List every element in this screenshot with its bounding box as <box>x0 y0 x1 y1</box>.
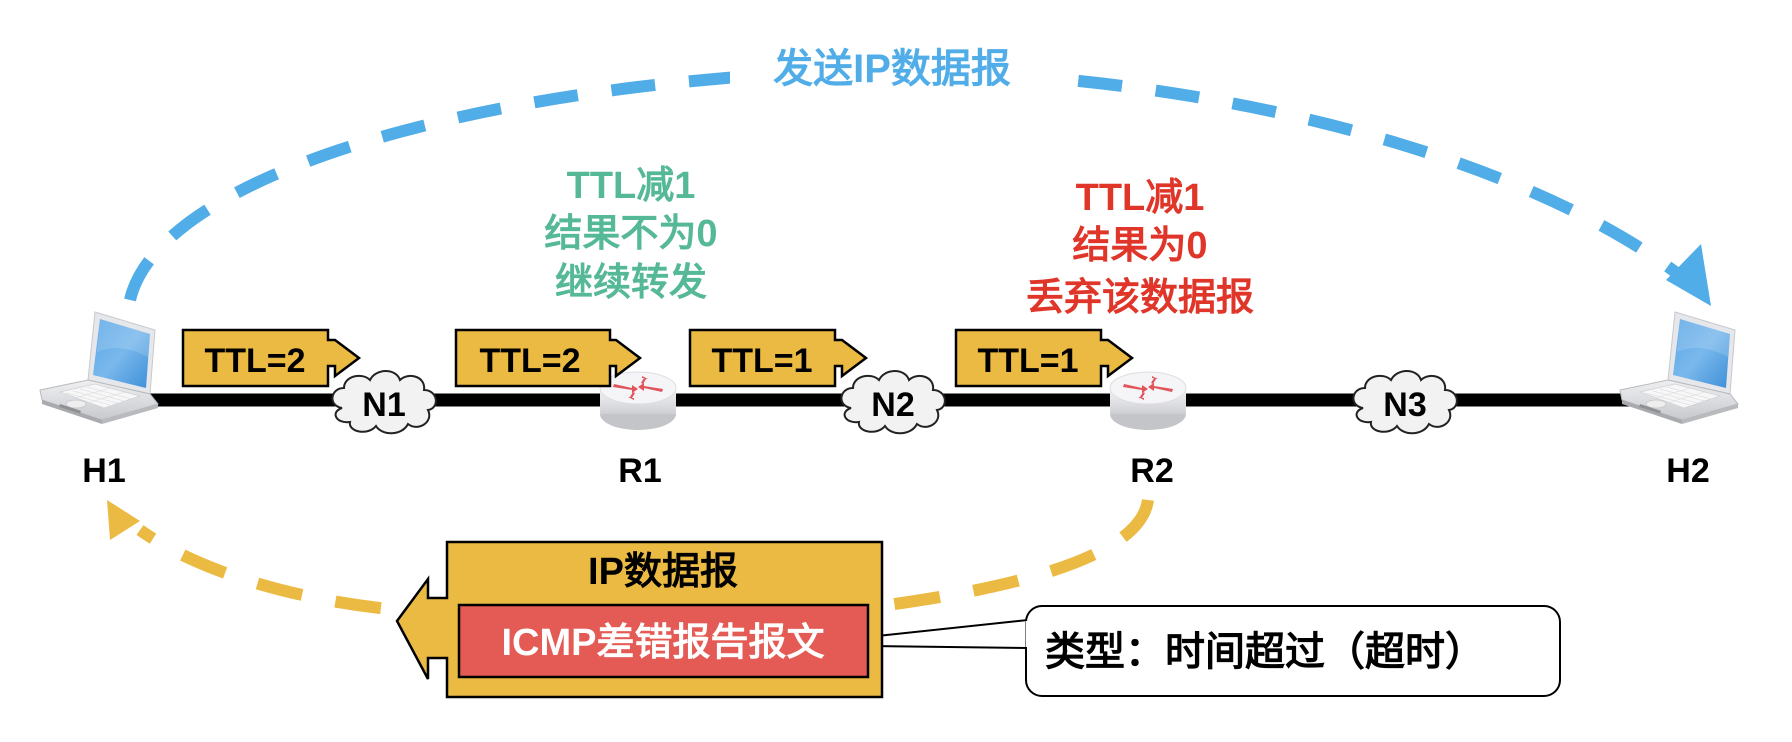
r1-note-line: 结果不为0 <box>544 213 717 255</box>
send-arc-label: 发送IP数据报 <box>773 47 1011 91</box>
callout-pointer <box>867 618 1029 650</box>
r1-note: TTL减1 结果不为0 继续转发 <box>544 165 717 304</box>
packet-ttl: TTL=2 <box>181 328 362 388</box>
packet-ttl-label: TTL=1 <box>977 342 1078 380</box>
packet-ttl-label: TTL=2 <box>479 342 580 380</box>
router-r2-label: R2 <box>1130 452 1173 490</box>
network-n3[interactable]: N3 <box>1352 370 1458 435</box>
network-n1-label: N1 <box>362 386 405 424</box>
network-n3-label: N3 <box>1383 386 1426 424</box>
router-r1[interactable] <box>599 371 677 431</box>
return-arc <box>136 498 1154 620</box>
icmp-inner-box <box>457 603 870 679</box>
r2-note-line: 结果为0 <box>1072 225 1207 267</box>
callout-box <box>1025 605 1561 697</box>
host-h2-label: H2 <box>1666 452 1709 490</box>
laptop-icon <box>39 311 159 425</box>
r2-note-line: 丢弃该数据报 <box>1026 277 1254 319</box>
network-n2[interactable]: N2 <box>840 370 946 435</box>
r2-note: TTL减1 结果为0 丢弃该数据报 <box>1026 177 1254 319</box>
host-h1-label: H1 <box>82 452 125 490</box>
send-arrowhead <box>1666 244 1711 306</box>
router-r2[interactable] <box>1109 371 1187 431</box>
packet-ttl: TTL=2 <box>454 328 643 388</box>
r1-note-line: 继续转发 <box>555 262 707 304</box>
callout-text: 类型：时间超过（超时） <box>1045 630 1485 674</box>
icmp-packet: IP数据报 ICMP差错报告报文 <box>395 540 884 699</box>
packet-ttl: TTL=1 <box>954 328 1135 388</box>
network-n1[interactable]: N1 <box>331 370 437 435</box>
router-icon <box>599 371 677 431</box>
r2-note-line: TTL减1 <box>1076 177 1205 219</box>
return-arrowhead <box>107 500 140 540</box>
host-h2[interactable] <box>1619 311 1739 425</box>
router-icon <box>1109 371 1187 431</box>
r1-note-line: TTL减1 <box>567 165 696 207</box>
icmp-outer-label: IP数据报 <box>588 551 738 593</box>
icmp-inner-label: ICMP差错报告报文 <box>501 622 824 664</box>
router-r1-label: R1 <box>618 452 661 490</box>
packet-ttl: TTL=1 <box>688 328 869 388</box>
laptop-icon <box>1619 311 1739 425</box>
send-arc <box>124 63 1704 302</box>
host-h1[interactable] <box>39 311 159 425</box>
network-n2-label: N2 <box>871 386 914 424</box>
packet-ttl-label: TTL=2 <box>204 342 305 380</box>
packet-ttl-label: TTL=1 <box>711 342 812 380</box>
